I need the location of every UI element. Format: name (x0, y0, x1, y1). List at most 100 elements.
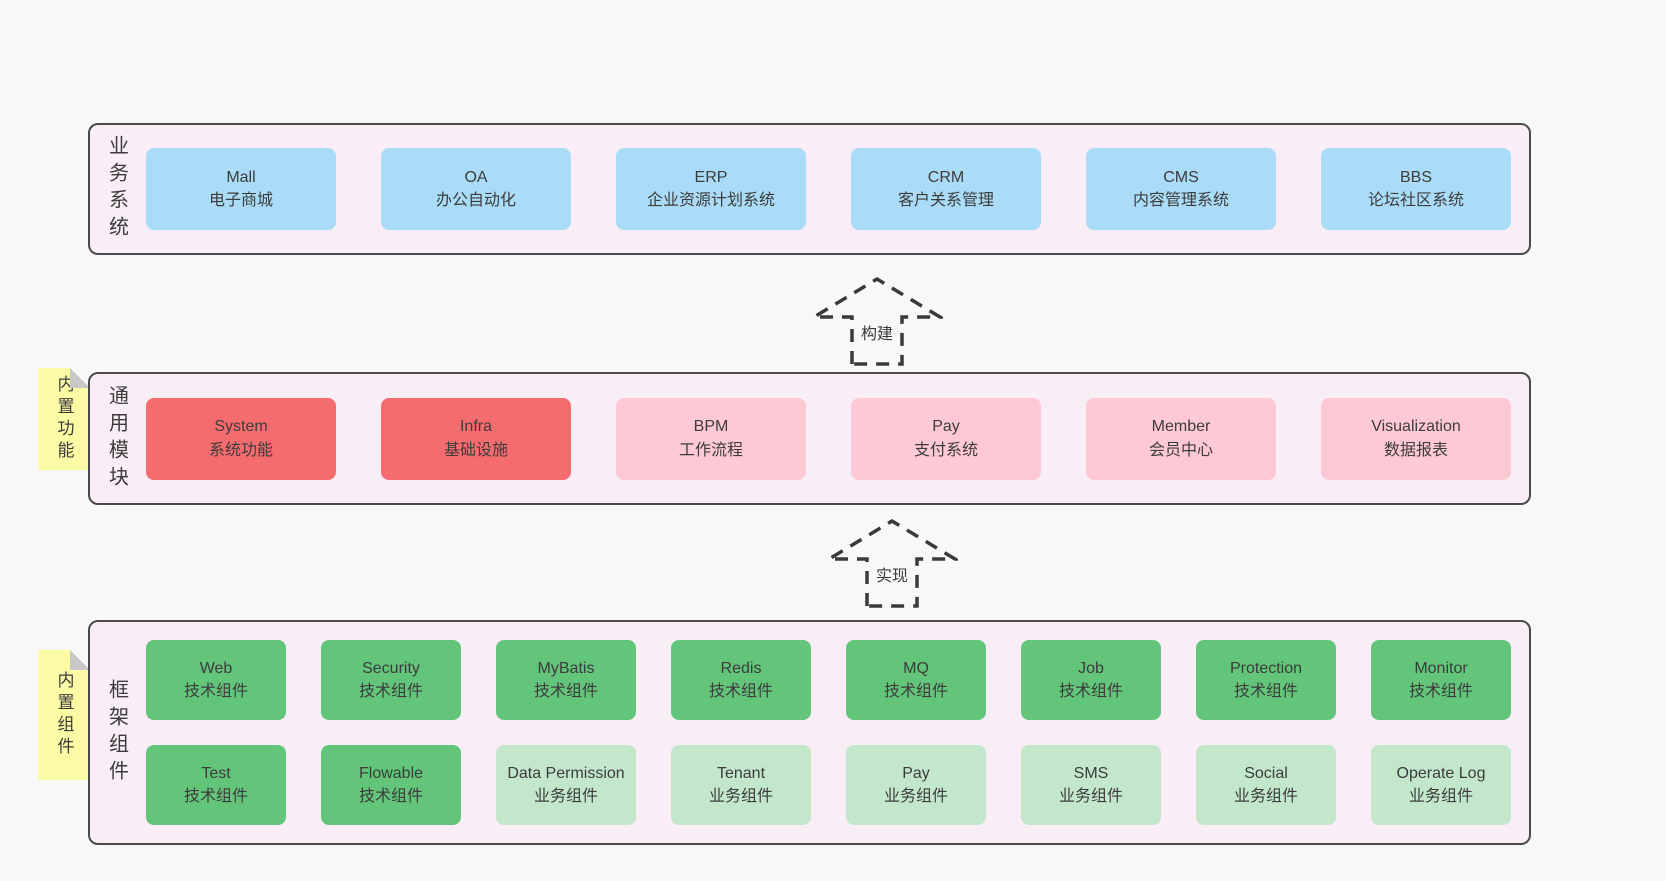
component-box-sms: SMS 业务组件 (1021, 745, 1161, 825)
component-box-tenant: Tenant 业务组件 (671, 745, 811, 825)
implement-arrow: 实现 (826, 518, 958, 608)
folded-corner-icon (70, 368, 90, 388)
component-box-mq: MQ 技术组件 (846, 640, 986, 720)
box-subtitle: 基础设施 (443, 441, 508, 459)
component-box-social: Social 业务组件 (1196, 745, 1336, 825)
business-systems-row: Mall 电子商城 OA 办公自动化 ERP 企业资源计划系统 CRM 客户关系… (144, 125, 1529, 253)
box-title: Protection (1229, 659, 1303, 677)
components-row-2: Test 技术组件 Flowable 技术组件 Data Permission … (146, 745, 1511, 825)
arrow-label: 构建 (857, 320, 897, 344)
box-title: MQ (903, 659, 929, 677)
component-box-operate-log: Operate Log 业务组件 (1371, 745, 1511, 825)
system-box-bbs: BBS 论坛社区系统 (1321, 148, 1511, 230)
box-subtitle: 支付系统 (913, 441, 978, 459)
box-subtitle: 办公自动化 (435, 192, 516, 209)
sticky-tab-label: 内置组件 (54, 671, 74, 759)
system-box-oa: OA 办公自动化 (381, 148, 571, 230)
panel-label-common-modules: 通用模块 (105, 384, 128, 493)
module-box-bpm: BPM 工作流程 (616, 397, 806, 480)
box-title: OA (464, 168, 488, 186)
box-subtitle: 企业资源计划系统 (646, 192, 775, 209)
arrow-label: 实现 (872, 562, 912, 586)
box-subtitle: 会员中心 (1148, 441, 1213, 459)
framework-components-grid: Web 技术组件 Security 技术组件 MyBatis 技术组件 Redi… (144, 622, 1529, 843)
box-title: Redis (720, 659, 762, 677)
panel-business-systems: 业务系统 Mall 电子商城 OA 办公自动化 ERP 企业资源计划系统 CRM… (88, 123, 1531, 255)
box-title: Tenant (716, 764, 766, 782)
sticky-tab-label: 内置功能 (54, 375, 74, 463)
box-title: BPM (693, 418, 729, 436)
box-subtitle: 技术组件 (1408, 683, 1473, 700)
system-box-erp: ERP 企业资源计划系统 (616, 148, 806, 230)
component-box-monitor: Monitor 技术组件 (1371, 640, 1511, 720)
box-title: Infra (459, 418, 492, 436)
box-title: CRM (927, 168, 965, 186)
box-title: Web (199, 659, 233, 677)
box-subtitle: 业务组件 (533, 788, 598, 805)
box-subtitle: 客户关系管理 (897, 192, 994, 209)
system-box-cms: CMS 内容管理系统 (1086, 148, 1276, 230)
component-box-flowable: Flowable 技术组件 (321, 745, 461, 825)
module-box-system: System 系统功能 (146, 397, 336, 480)
panel-label-business-systems: 业务系统 (105, 135, 128, 243)
components-row-1: Web 技术组件 Security 技术组件 MyBatis 技术组件 Redi… (146, 640, 1511, 720)
box-subtitle: 技术组件 (533, 683, 598, 700)
component-box-job: Job 技术组件 (1021, 640, 1161, 720)
component-box-mybatis: MyBatis 技术组件 (496, 640, 636, 720)
up-arrow-icon (811, 276, 943, 366)
system-box-crm: CRM 客户关系管理 (851, 148, 1041, 230)
system-box-mall: Mall 电子商城 (146, 148, 336, 230)
box-subtitle: 技术组件 (1233, 683, 1298, 700)
box-title: Visualization (1371, 418, 1461, 436)
box-subtitle: 工作流程 (678, 441, 743, 459)
box-subtitle: 论坛社区系统 (1367, 192, 1464, 209)
box-subtitle: 技术组件 (358, 683, 423, 700)
box-subtitle: 业务组件 (708, 788, 773, 805)
box-subtitle: 数据报表 (1383, 441, 1448, 459)
box-subtitle: 系统功能 (208, 441, 273, 459)
box-title: Mall (226, 168, 256, 186)
box-title: MyBatis (537, 659, 595, 677)
box-title: CMS (1163, 168, 1199, 186)
box-title: Test (201, 764, 231, 782)
folded-corner-icon (70, 650, 90, 670)
box-title: Security (362, 659, 420, 677)
box-subtitle: 技术组件 (1058, 683, 1123, 700)
box-title: Pay (902, 764, 930, 782)
box-subtitle: 技术组件 (883, 683, 948, 700)
component-box-data-permission: Data Permission 业务组件 (496, 745, 636, 825)
module-box-visualization: Visualization 数据报表 (1321, 397, 1511, 480)
box-subtitle: 业务组件 (1408, 788, 1473, 805)
panel-framework-components: 框架组件 Web 技术组件 Security 技术组件 MyBatis 技术组件… (88, 620, 1531, 845)
box-subtitle: 技术组件 (183, 683, 248, 700)
box-title: ERP (694, 168, 728, 186)
box-title: System (214, 418, 268, 436)
component-box-protection: Protection 技术组件 (1196, 640, 1336, 720)
box-title: BBS (1399, 168, 1432, 186)
box-subtitle: 技术组件 (358, 788, 423, 805)
box-title: Data Permission (507, 764, 625, 782)
module-box-infra: Infra 基础设施 (381, 397, 571, 480)
component-box-security: Security 技术组件 (321, 640, 461, 720)
box-subtitle: 业务组件 (1233, 788, 1298, 805)
box-title: Job (1078, 659, 1104, 677)
box-subtitle: 业务组件 (883, 788, 948, 805)
module-box-pay: Pay 支付系统 (851, 397, 1041, 480)
common-modules-row: System 系统功能 Infra 基础设施 BPM 工作流程 Pay 支付系统… (144, 374, 1529, 503)
box-subtitle: 内容管理系统 (1132, 192, 1229, 209)
box-title: Social (1244, 764, 1288, 782)
box-title: Monitor (1414, 659, 1468, 677)
build-arrow: 构建 (811, 276, 943, 366)
box-subtitle: 电子商城 (208, 192, 273, 209)
panel-common-modules: 通用模块 System 系统功能 Infra 基础设施 BPM 工作流程 Pay… (88, 372, 1531, 505)
box-title: Operate Log (1396, 764, 1486, 782)
module-box-member: Member 会员中心 (1086, 397, 1276, 480)
box-subtitle: 业务组件 (1058, 788, 1123, 805)
panel-label-framework-components: 框架组件 (105, 678, 128, 787)
box-subtitle: 技术组件 (183, 788, 248, 805)
sticky-tab-built-in-components: 内置组件 (38, 650, 90, 780)
box-title: Member (1151, 418, 1211, 436)
box-title: Flowable (358, 764, 424, 782)
component-box-pay: Pay 业务组件 (846, 745, 986, 825)
